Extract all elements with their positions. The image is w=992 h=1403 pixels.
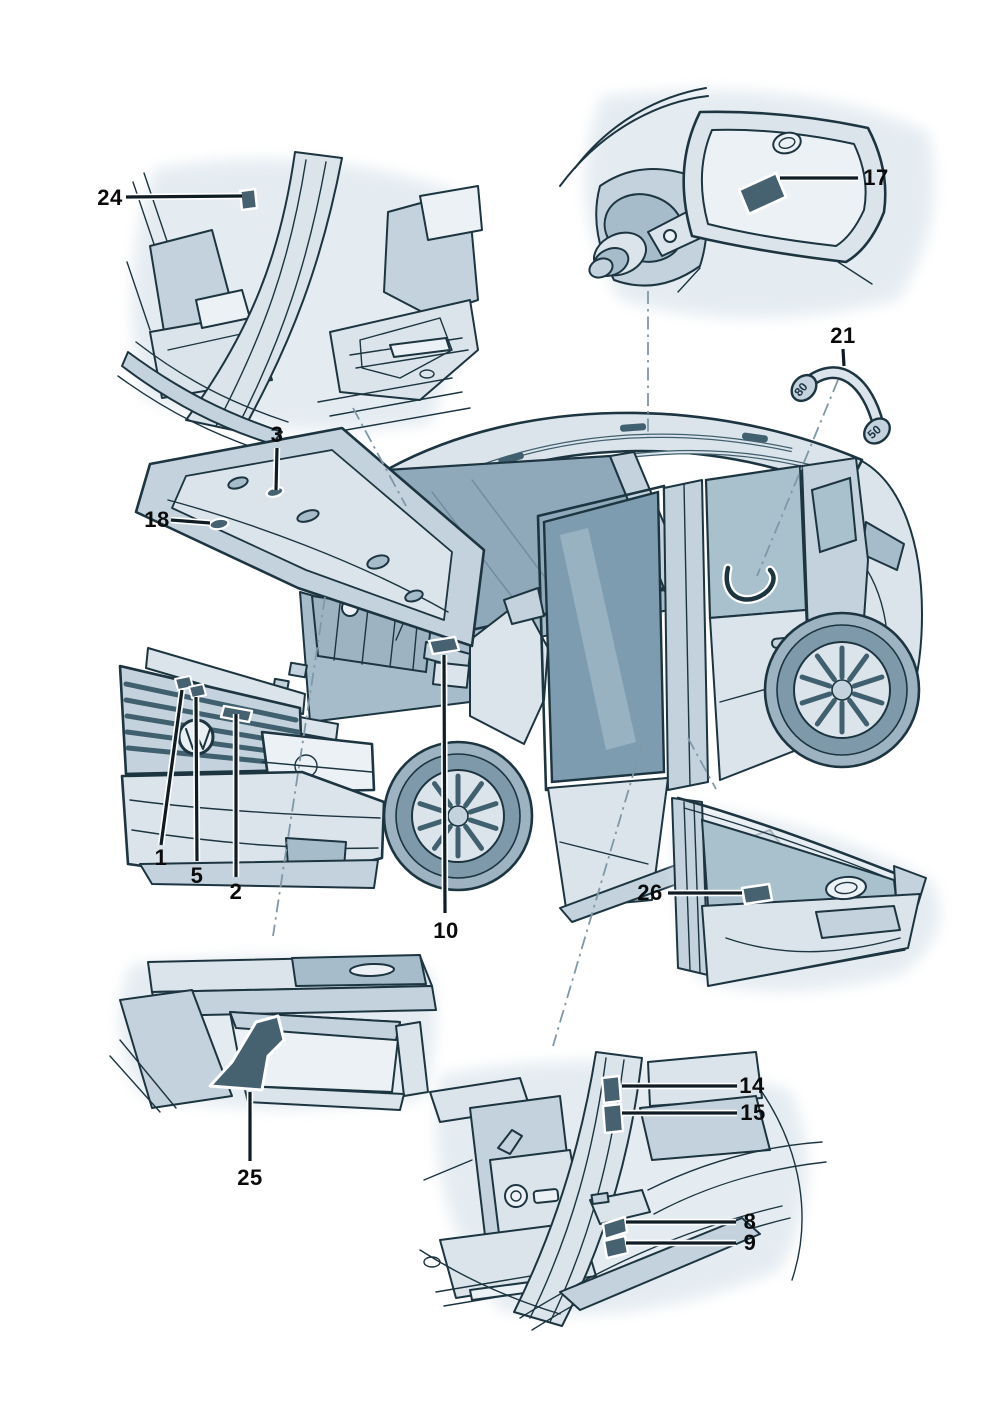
rear-wheel	[763, 611, 921, 769]
leader-lines	[125, 174, 858, 1247]
floor-lines	[317, 377, 471, 431]
sticker-14	[600, 1074, 623, 1105]
inset-fuel-filler-detail	[559, 87, 935, 318]
leader-3	[274, 447, 279, 491]
sticker-25	[208, 1014, 286, 1092]
bumper-lip	[139, 859, 379, 889]
callout-8[interactable]: 8	[743, 1209, 757, 1234]
callout-15[interactable]: 15	[740, 1100, 766, 1125]
callout-2[interactable]: 2	[229, 879, 243, 904]
callout-1[interactable]: 1	[154, 845, 168, 870]
callout-25[interactable]: 25	[237, 1165, 263, 1190]
sticker-15	[601, 1102, 625, 1135]
sticker-17	[737, 171, 788, 216]
badge-50	[863, 417, 891, 445]
glove-box-arm	[395, 1021, 429, 1097]
front-fascia	[118, 664, 386, 889]
roof-rail-foot	[620, 423, 647, 432]
link-dash-to-glovebox	[272, 596, 326, 937]
seat-adjust-dial	[504, 1184, 528, 1208]
inset-rear-door-detail	[671, 796, 940, 992]
leader-5	[194, 696, 199, 862]
leader-10	[442, 654, 447, 914]
sticker-24	[238, 187, 259, 212]
link-door-to-inset26	[687, 737, 717, 790]
kick-panel	[119, 989, 233, 1109]
inset-rear-pillar-sill-detail	[419, 1051, 827, 1331]
glove-box-tray	[243, 1085, 405, 1111]
leader-24	[125, 194, 243, 199]
main-vehicle	[118, 411, 923, 923]
fuel-flap	[682, 110, 887, 264]
callout-21[interactable]: 21	[830, 323, 856, 348]
radiator-support	[145, 647, 306, 715]
link-item21-to-door	[756, 379, 839, 577]
leader-18	[170, 518, 211, 525]
item-21-sticker-strip: 80 50	[790, 366, 891, 445]
callout-3[interactable]: 3	[270, 422, 284, 447]
inset-glove-box-detail	[109, 954, 437, 1113]
callout-9[interactable]: 9	[743, 1230, 757, 1255]
body-edge-lines	[559, 87, 709, 187]
callout-24[interactable]: 24	[97, 185, 123, 210]
sticker-10	[427, 635, 461, 656]
callout-10[interactable]: 10	[433, 918, 459, 943]
callout-17[interactable]: 17	[863, 165, 889, 190]
window-sticker-mark-21	[722, 563, 778, 604]
main-b-pillar	[663, 479, 709, 791]
door-handle-cup	[825, 875, 867, 901]
power-seat	[423, 1077, 597, 1307]
connection-lines	[272, 291, 839, 1047]
door-armrest	[815, 905, 901, 939]
badge-80	[790, 373, 818, 403]
sticker-26	[740, 882, 774, 906]
roof-rail-foot	[741, 432, 768, 443]
seat-adjust-switch	[532, 1188, 560, 1204]
battery	[431, 661, 471, 689]
inset-front-pillar-detail	[117, 151, 483, 453]
leader-21	[841, 348, 846, 367]
front-seat	[329, 185, 483, 401]
callout-14[interactable]: 14	[739, 1073, 765, 1098]
leader-1	[159, 689, 184, 846]
sticker-5	[188, 683, 207, 699]
link-inset24-to-car	[352, 407, 407, 507]
callout-5[interactable]: 5	[190, 863, 204, 888]
sticker-8	[601, 1215, 629, 1241]
front-wheel	[382, 740, 534, 892]
door-mirror	[503, 587, 545, 625]
callout-26[interactable]: 26	[637, 880, 663, 905]
hood-open	[134, 426, 486, 648]
fuel-cap	[588, 231, 647, 279]
callout-18[interactable]: 18	[144, 507, 170, 532]
sticker-9	[602, 1234, 630, 1260]
link-sill-to-inset	[552, 740, 644, 1047]
